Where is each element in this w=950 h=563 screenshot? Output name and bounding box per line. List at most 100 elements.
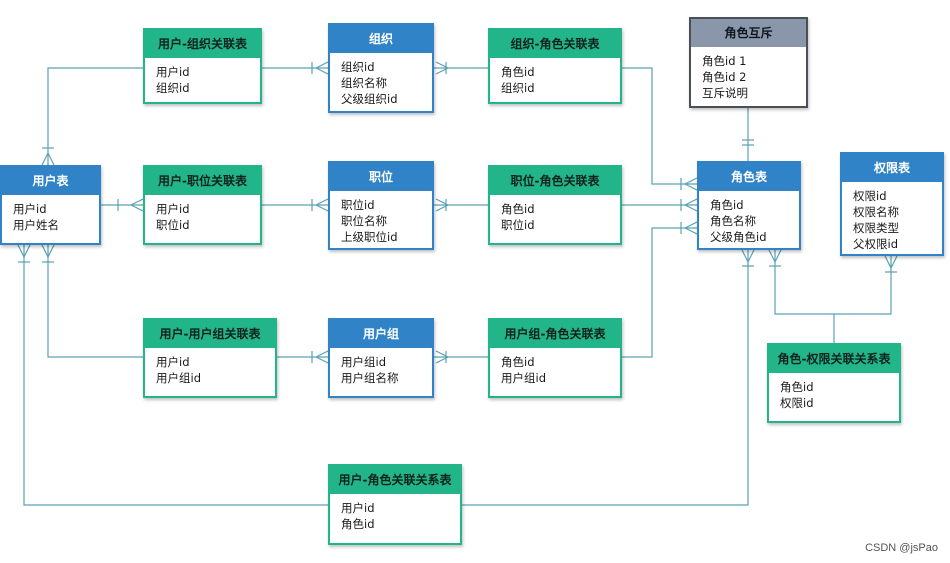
entity-role-permission-link[interactable]: 角色-权限关联关系表 角色id 权限id: [767, 343, 901, 423]
crowfoot-marker: [130, 204, 144, 212]
field-row: 角色id: [710, 198, 744, 212]
entity-permission[interactable]: 权限表 权限id 权限名称 权限类型 父权限id: [840, 152, 944, 256]
field-row: 职位id: [341, 198, 375, 212]
watermark: CSDN @jsPao: [865, 542, 938, 554]
crowfoot-marker: [435, 350, 449, 358]
crowfoot-marker: [768, 249, 776, 263]
relationship-line: [47, 67, 143, 165]
field-row: 权限名称: [853, 205, 899, 219]
field-row: 职位id: [501, 218, 535, 232]
entity-org[interactable]: 组织 组织id 组织名称 父级组织id: [328, 23, 434, 113]
crowfoot-marker: [41, 152, 49, 166]
entity-user-org-link[interactable]: 用户-组织关联表 用户id 组织id: [143, 28, 262, 104]
entity-title: 用户-职位关联表: [145, 167, 260, 195]
field-row: 角色id: [501, 202, 535, 216]
crowfoot-marker: [315, 350, 329, 358]
crowfoot-marker: [17, 244, 25, 258]
crowfoot-marker: [315, 61, 329, 69]
entity-position[interactable]: 职位 职位id 职位名称 上级职位id: [328, 161, 434, 250]
entity-org-role-link[interactable]: 组织-角色关联表 角色id 组织id: [488, 28, 622, 104]
entity-title: 角色表: [699, 163, 799, 191]
relationship-line: [23, 245, 328, 506]
field-row: 组织id: [501, 81, 535, 95]
crowfoot-marker: [435, 67, 449, 75]
crowfoot-marker: [47, 152, 55, 166]
entity-title: 职位-角色关联表: [490, 167, 620, 195]
relationship-line: [774, 250, 892, 315]
relationship-line: [47, 245, 143, 358]
field-row: 用户id: [13, 202, 47, 216]
entity-title: 角色互斥: [691, 19, 806, 47]
field-row: 角色id: [341, 517, 375, 531]
relationship-line: [622, 67, 697, 185]
field-row: 组织id: [341, 60, 375, 74]
crowfoot-marker: [684, 198, 698, 206]
entity-title: 用户组-角色关联表: [490, 320, 620, 348]
field-row: 角色id: [780, 380, 814, 394]
field-row: 角色id 2: [702, 70, 747, 84]
entity-role-mutex[interactable]: 角色互斥 角色id 1 角色id 2 互斥说明: [689, 17, 808, 108]
entity-role[interactable]: 角色表 角色id 角色名称 父级角色id: [697, 161, 801, 250]
entity-user-role-link[interactable]: 用户-角色关联关系表 用户id 角色id: [328, 464, 462, 545]
crowfoot-marker: [315, 356, 329, 364]
field-row: 职位id: [156, 218, 190, 232]
entity-position-role-link[interactable]: 职位-角色关联表 角色id 职位id: [488, 165, 622, 245]
field-row: 组织id: [156, 81, 190, 95]
field-row: 用户id: [156, 355, 190, 369]
crowfoot-marker: [23, 244, 31, 258]
entity-title: 职位: [330, 163, 432, 191]
entity-title: 用户-角色关联关系表: [330, 466, 460, 494]
field-row: 组织名称: [341, 76, 387, 90]
entity-user-position-link[interactable]: 用户-职位关联表 用户id 职位id: [143, 165, 262, 245]
entity-title: 用户-组织关联表: [145, 30, 260, 58]
crowfoot-marker: [684, 227, 698, 235]
field-row: 父级角色id: [710, 230, 767, 244]
entity-title: 用户表: [2, 167, 99, 195]
field-row: 互斥说明: [702, 86, 748, 100]
field-row: 用户组id: [501, 371, 546, 385]
crowfoot-marker: [435, 356, 449, 364]
entity-user-group[interactable]: 用户组 用户组id 用户组名称: [328, 318, 434, 398]
field-row: 用户id: [156, 202, 190, 216]
entity-title: 用户组: [330, 320, 432, 348]
field-row: 父权限id: [853, 237, 898, 251]
relationship-line: [622, 227, 697, 358]
entity-user-group-link[interactable]: 用户-用户组关联表 用户id 用户组id: [143, 318, 277, 398]
field-row: 角色id 1: [702, 54, 747, 68]
crowfoot-marker: [684, 183, 698, 191]
crowfoot-marker: [435, 198, 449, 206]
field-row: 权限类型: [853, 221, 899, 235]
entity-user-group-role-link[interactable]: 用户组-角色关联表 角色id 用户组id: [488, 318, 622, 398]
field-row: 权限id: [780, 396, 814, 410]
crowfoot-marker: [774, 249, 782, 263]
field-row: 用户组id: [156, 371, 201, 385]
entity-title: 组织-角色关联表: [490, 30, 620, 58]
crowfoot-marker: [130, 198, 144, 206]
crowfoot-marker: [47, 244, 55, 258]
field-row: 角色id: [501, 65, 535, 79]
crowfoot-marker: [741, 249, 749, 263]
field-row: 权限id: [853, 189, 887, 203]
crowfoot-marker: [41, 244, 49, 258]
entity-title: 用户-用户组关联表: [145, 320, 275, 348]
crowfoot-marker: [315, 204, 329, 212]
crowfoot-marker: [890, 255, 898, 269]
crowfoot-marker: [315, 67, 329, 75]
entity-user[interactable]: 用户表 用户id 用户姓名: [0, 165, 101, 245]
entity-title: 组织: [330, 25, 432, 53]
entity-title: 权限表: [842, 154, 942, 182]
field-row: 用户组名称: [341, 371, 399, 385]
field-row: 职位名称: [341, 214, 387, 228]
entity-title: 角色-权限关联关系表: [769, 345, 899, 373]
crowfoot-marker: [435, 204, 449, 212]
crowfoot-marker: [684, 204, 698, 212]
field-row: 上级职位id: [341, 230, 398, 244]
field-row: 用户姓名: [13, 218, 59, 232]
field-row: 角色名称: [710, 214, 756, 228]
field-row: 角色id: [501, 355, 535, 369]
crowfoot-marker: [684, 177, 698, 185]
crowfoot-marker: [684, 221, 698, 229]
crowfoot-marker: [435, 61, 449, 69]
crowfoot-marker: [884, 255, 892, 269]
